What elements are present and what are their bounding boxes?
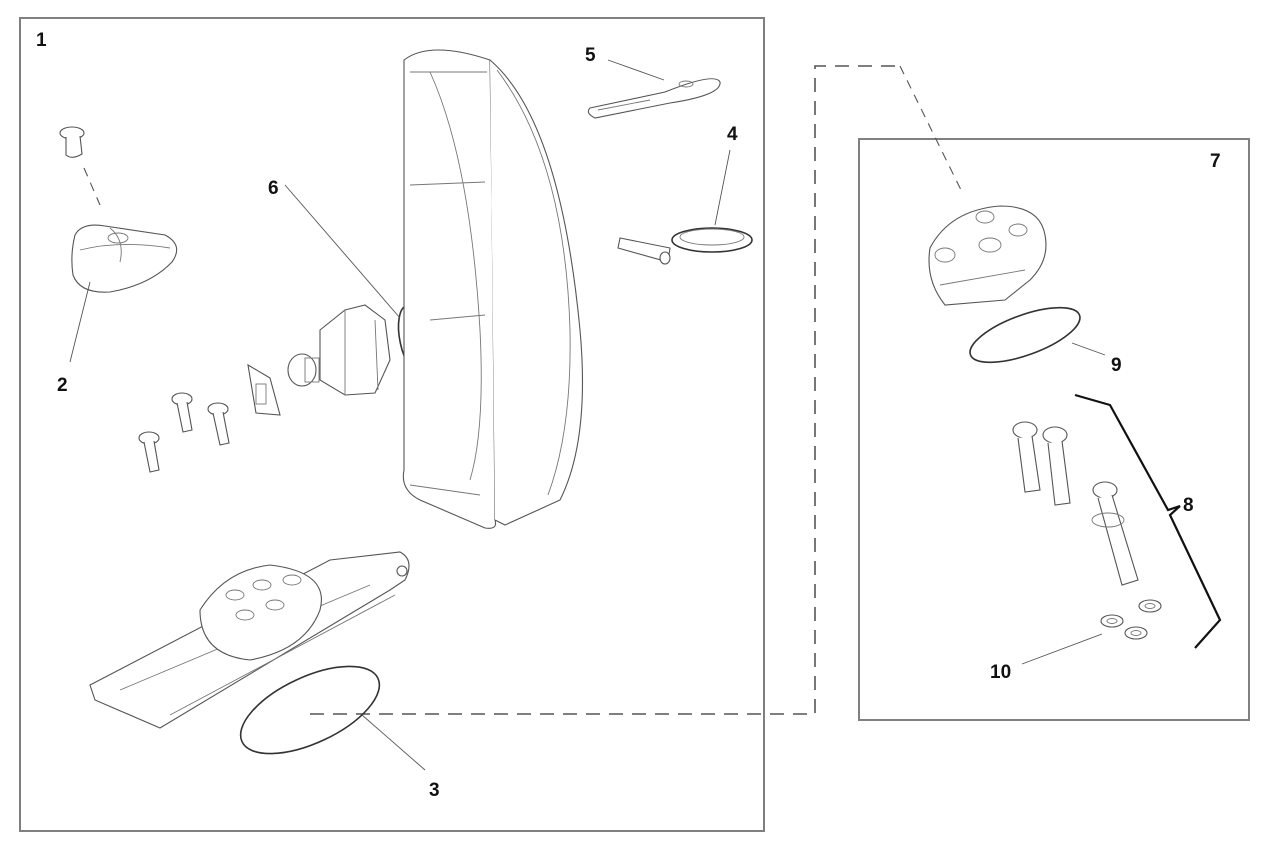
callout-10: 10: [990, 662, 1011, 683]
dashed-connector: [310, 65, 963, 715]
head-gasket-part: [969, 306, 1081, 364]
screws-part: [138, 392, 230, 473]
callout-1: 1: [36, 30, 47, 51]
callout-8: 8: [1183, 495, 1194, 516]
callout-2: 2: [57, 375, 68, 396]
leader-9: [1071, 342, 1106, 356]
leader-2: [69, 281, 91, 363]
leader-10: [1021, 633, 1103, 665]
callout-6: 6: [268, 178, 279, 199]
leader-3: [361, 714, 426, 771]
leader-lines: [69, 59, 1106, 771]
callout-7: 7: [1210, 151, 1221, 172]
bolt-set-brace: [1074, 393, 1222, 649]
callout-9: 9: [1111, 355, 1122, 376]
housing-part: [402, 49, 583, 529]
clip-part: [247, 363, 281, 416]
callout-5: 5: [585, 45, 596, 66]
callout-4: 4: [727, 124, 738, 145]
knob-cap-part: [59, 126, 178, 293]
base-plate-part: [89, 551, 410, 729]
washers-part: [1100, 599, 1162, 640]
leader-6: [284, 184, 401, 319]
base-o-ring-part: [239, 665, 381, 755]
leader-5: [607, 59, 665, 81]
main-assembly-frame: [19, 17, 765, 832]
leader-4: [714, 149, 731, 226]
subassembly-frame: [858, 138, 1250, 721]
key-tab-part: [587, 78, 721, 119]
bolt-set-part: [1012, 421, 1139, 586]
valve-body-part: [287, 304, 391, 396]
callout-3: 3: [429, 780, 440, 801]
pin-ring-part: [617, 227, 753, 265]
valve-head-part: [928, 205, 1047, 306]
